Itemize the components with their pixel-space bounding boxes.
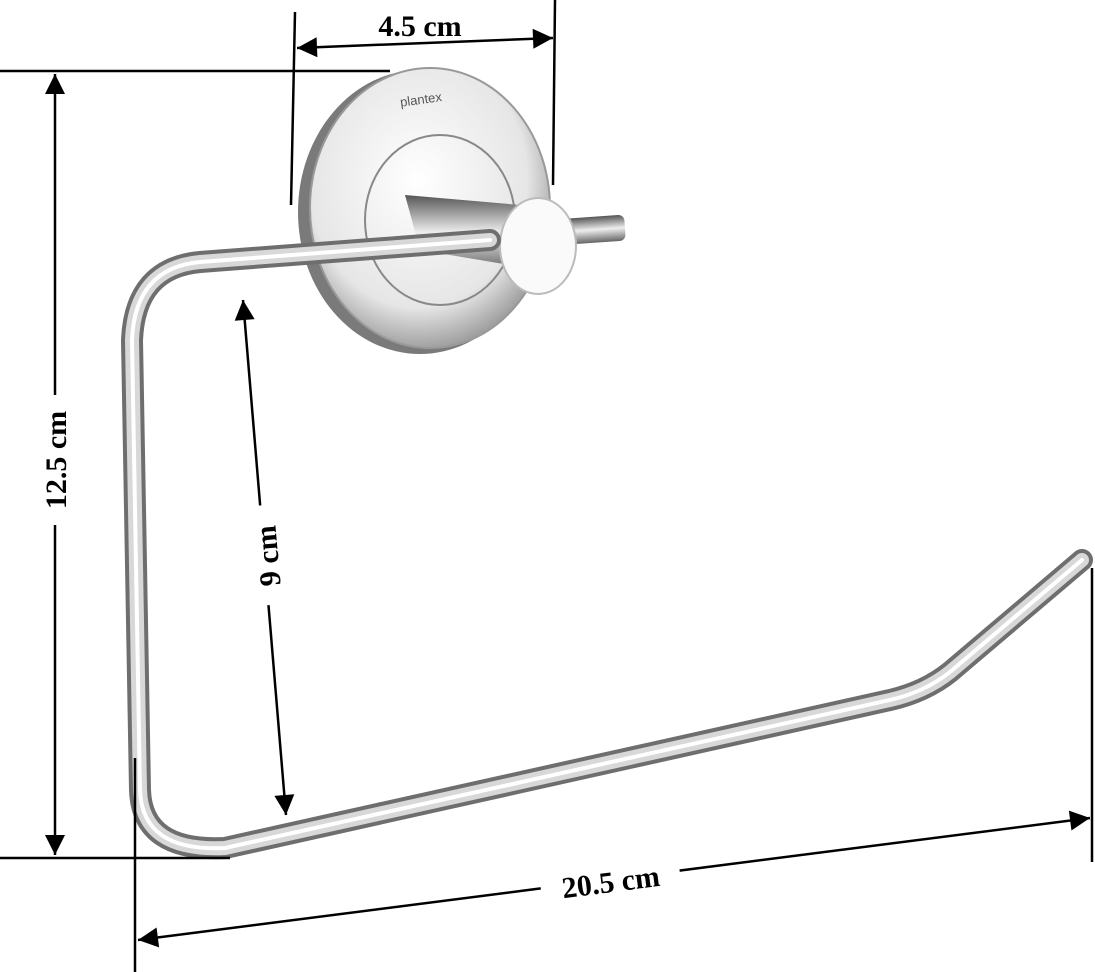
dimension-total-height: 12.5 cm xyxy=(0,69,390,860)
dimension-inner-height: 9 cm xyxy=(234,299,295,816)
dimension-base-diameter: 4.5 cm xyxy=(289,0,557,206)
inner-height-label: 9 cm xyxy=(249,524,287,587)
end-cap xyxy=(499,197,577,295)
brand-logo: plantex xyxy=(399,89,443,110)
total-height-label: 12.5 cm xyxy=(40,411,73,509)
base-diameter-label: 4.5 cm xyxy=(378,10,461,43)
